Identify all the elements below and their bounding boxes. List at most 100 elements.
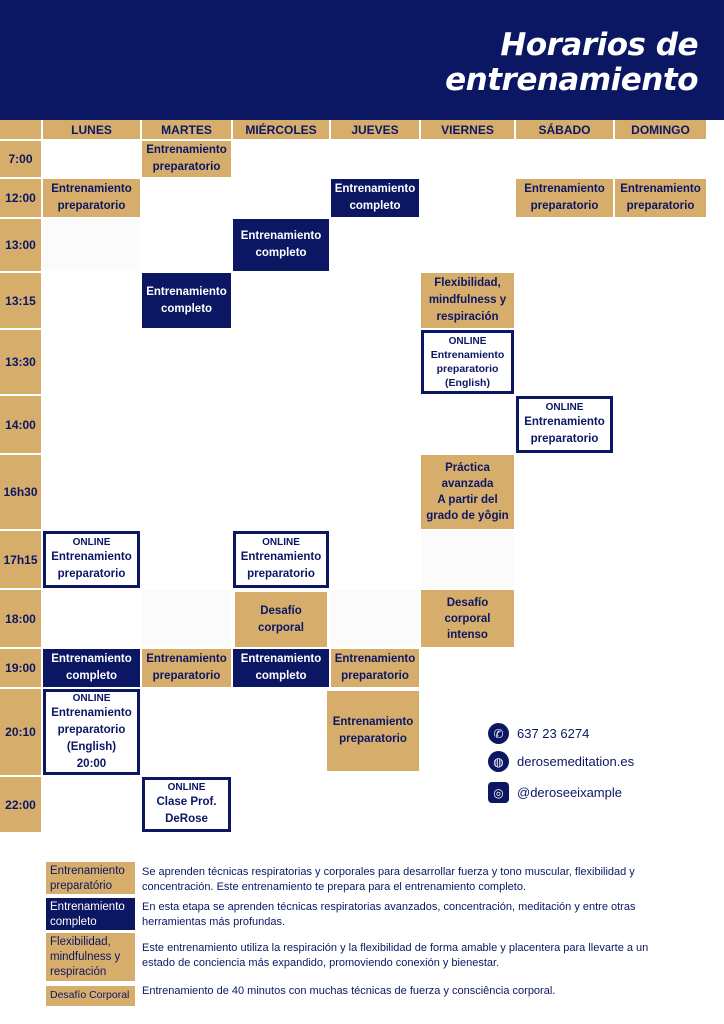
class-line: completo xyxy=(255,247,307,259)
class-line: corporal xyxy=(444,612,491,625)
empty-cell xyxy=(43,219,140,271)
class-line: completo xyxy=(160,302,213,315)
legend-text-desafio: Entrenamiento de 40 minutos con muchas t… xyxy=(142,985,556,997)
class-lunes-1900: Entrenamiento completo xyxy=(43,649,140,687)
page-title-line-1: Horarios de xyxy=(500,27,698,63)
class-line: Entrenamiento xyxy=(524,416,605,428)
time-label: 20:10 xyxy=(0,689,41,775)
class-line: Entrenamiento xyxy=(524,183,605,195)
empty-cell xyxy=(421,531,514,588)
class-line: completo xyxy=(65,670,118,682)
contact-web[interactable]: ◍ derosemeditation.es xyxy=(488,751,634,772)
online-tag: ONLINE xyxy=(448,335,487,347)
time-label: 13:00 xyxy=(0,219,41,271)
class-line: preparatorio xyxy=(339,733,407,745)
time-label: 19:00 xyxy=(0,649,41,687)
phone-icon: ✆ xyxy=(488,723,509,744)
class-line: preparatorio xyxy=(530,200,599,212)
class-sabado-1200: Entrenamiento preparatorio xyxy=(516,179,613,217)
class-line: Práctica xyxy=(445,462,490,474)
class-line: avanzada xyxy=(441,478,494,490)
website-url: derosemeditation.es xyxy=(517,754,635,769)
class-domingo-1200: Entrenamiento preparatorio xyxy=(615,179,706,217)
time-label: 13:30 xyxy=(0,330,41,394)
online-tag: ONLINE xyxy=(262,537,300,548)
class-line: Entrenamiento xyxy=(620,183,701,195)
class-miercoles-1300: Entrenamiento completo xyxy=(233,219,329,271)
class-miercoles-1715: ONLINE Entrenamiento preparatorio xyxy=(233,531,329,588)
time-label: 17h15 xyxy=(0,531,41,588)
online-tag: ONLINE xyxy=(72,692,111,704)
class-line: Entrenamiento xyxy=(146,144,227,156)
day-header-viernes: VIERNES xyxy=(421,120,514,139)
class-martes-0700: Entrenamiento preparatorio xyxy=(142,141,231,177)
class-line: Entrenamiento xyxy=(240,551,322,563)
class-jueves-1900: Entrenamiento preparatorio xyxy=(331,649,419,687)
time-label: 18:00 xyxy=(0,590,41,647)
class-line: preparatorio xyxy=(626,200,695,212)
class-martes-2200: ONLINE Clase Prof. DeRose xyxy=(142,777,231,832)
time-label: 14:00 xyxy=(0,396,41,453)
class-line: Entrenamiento xyxy=(51,183,132,195)
class-line: preparatorio xyxy=(57,568,126,580)
time-label: 7:00 xyxy=(0,141,41,177)
class-viernes-1315: Flexibilidad, mindfulness y respiración xyxy=(421,273,514,328)
legend-text-flexibilidad: Este entrenamiento utiliza la respiració… xyxy=(142,942,649,969)
instagram-icon: ◎ xyxy=(488,782,509,803)
class-viernes-1330: ONLINE Entrenamiento preparatorio (Engli… xyxy=(421,330,514,394)
time-label: 22:00 xyxy=(0,777,41,832)
class-martes-1315: Entrenamiento completo xyxy=(142,273,231,328)
class-line: preparatorio xyxy=(152,161,221,173)
class-line: Entrenamiento xyxy=(51,551,132,563)
class-line: grado de yôgin xyxy=(426,510,509,522)
class-line: Entrenamiento xyxy=(334,653,416,665)
class-line: 20:00 xyxy=(76,757,107,770)
class-line: corporal xyxy=(257,621,304,634)
legend-key-completo: Entrenamiento completo xyxy=(46,898,135,930)
class-line: Entrenamiento xyxy=(334,183,416,195)
class-line: Entrenamiento xyxy=(51,653,132,665)
class-line: preparatorio xyxy=(436,362,499,375)
class-line: preparatorio xyxy=(341,670,409,682)
table-corner xyxy=(0,120,41,139)
class-line: Entrenamiento xyxy=(146,653,227,665)
class-viernes-1630: Práctica avanzada A partir del grado de … xyxy=(421,455,514,529)
day-header-domingo: DOMINGO xyxy=(615,120,706,139)
class-viernes-1800: Desafío corporal intenso xyxy=(421,590,514,647)
class-line: (English) xyxy=(445,376,490,389)
class-line: preparatorio xyxy=(530,433,599,445)
online-tag: ONLINE xyxy=(545,402,584,413)
class-line: Entrenamiento xyxy=(332,716,414,728)
page-title-line-2: entrenamiento xyxy=(445,62,698,98)
legend-key-preparatorio: Entrenamiento preparatório xyxy=(46,862,135,894)
class-line: mindfulness y xyxy=(428,294,507,306)
class-line: respiración xyxy=(436,311,499,323)
class-lunes-1715: ONLINE Entrenamiento preparatorio xyxy=(43,531,140,588)
empty-cell xyxy=(331,590,419,647)
class-line: preparatorio xyxy=(152,670,221,682)
contact-phone[interactable]: ✆ 637 23 6274 xyxy=(488,723,589,744)
class-line: intenso xyxy=(447,628,488,641)
class-line: Entrenamiento xyxy=(430,348,505,361)
empty-cell xyxy=(142,590,231,647)
class-sabado-1400: ONLINE Entrenamiento preparatorio xyxy=(516,396,613,453)
instagram-handle: @deroseeixample xyxy=(517,785,622,800)
online-tag: ONLINE xyxy=(167,782,206,793)
online-tag: ONLINE xyxy=(72,537,111,548)
class-line: (English) xyxy=(66,740,117,753)
class-martes-1900: Entrenamiento preparatorio xyxy=(142,649,231,687)
class-line: completo xyxy=(255,670,307,682)
class-line: Entrenamiento xyxy=(240,653,322,665)
class-line: Clase Prof. xyxy=(156,796,217,808)
time-label: 16h30 xyxy=(0,455,41,529)
day-header-miercoles: MIÉRCOLES xyxy=(233,120,329,139)
class-line: Flexibilidad, xyxy=(434,277,501,289)
time-label: 12:00 xyxy=(0,179,41,217)
class-line: preparatorio xyxy=(57,200,126,212)
class-line: A partir del xyxy=(437,494,498,506)
phone-number: 637 23 6274 xyxy=(517,726,590,741)
contact-instagram[interactable]: ◎ @deroseeixample xyxy=(488,782,622,803)
legend-text-preparatorio: Se aprenden técnicas respiratorias y cor… xyxy=(142,866,635,893)
globe-icon: ◍ xyxy=(488,751,509,772)
class-lunes-2010: ONLINE Entrenamiento preparatorio (Engli… xyxy=(43,689,140,775)
